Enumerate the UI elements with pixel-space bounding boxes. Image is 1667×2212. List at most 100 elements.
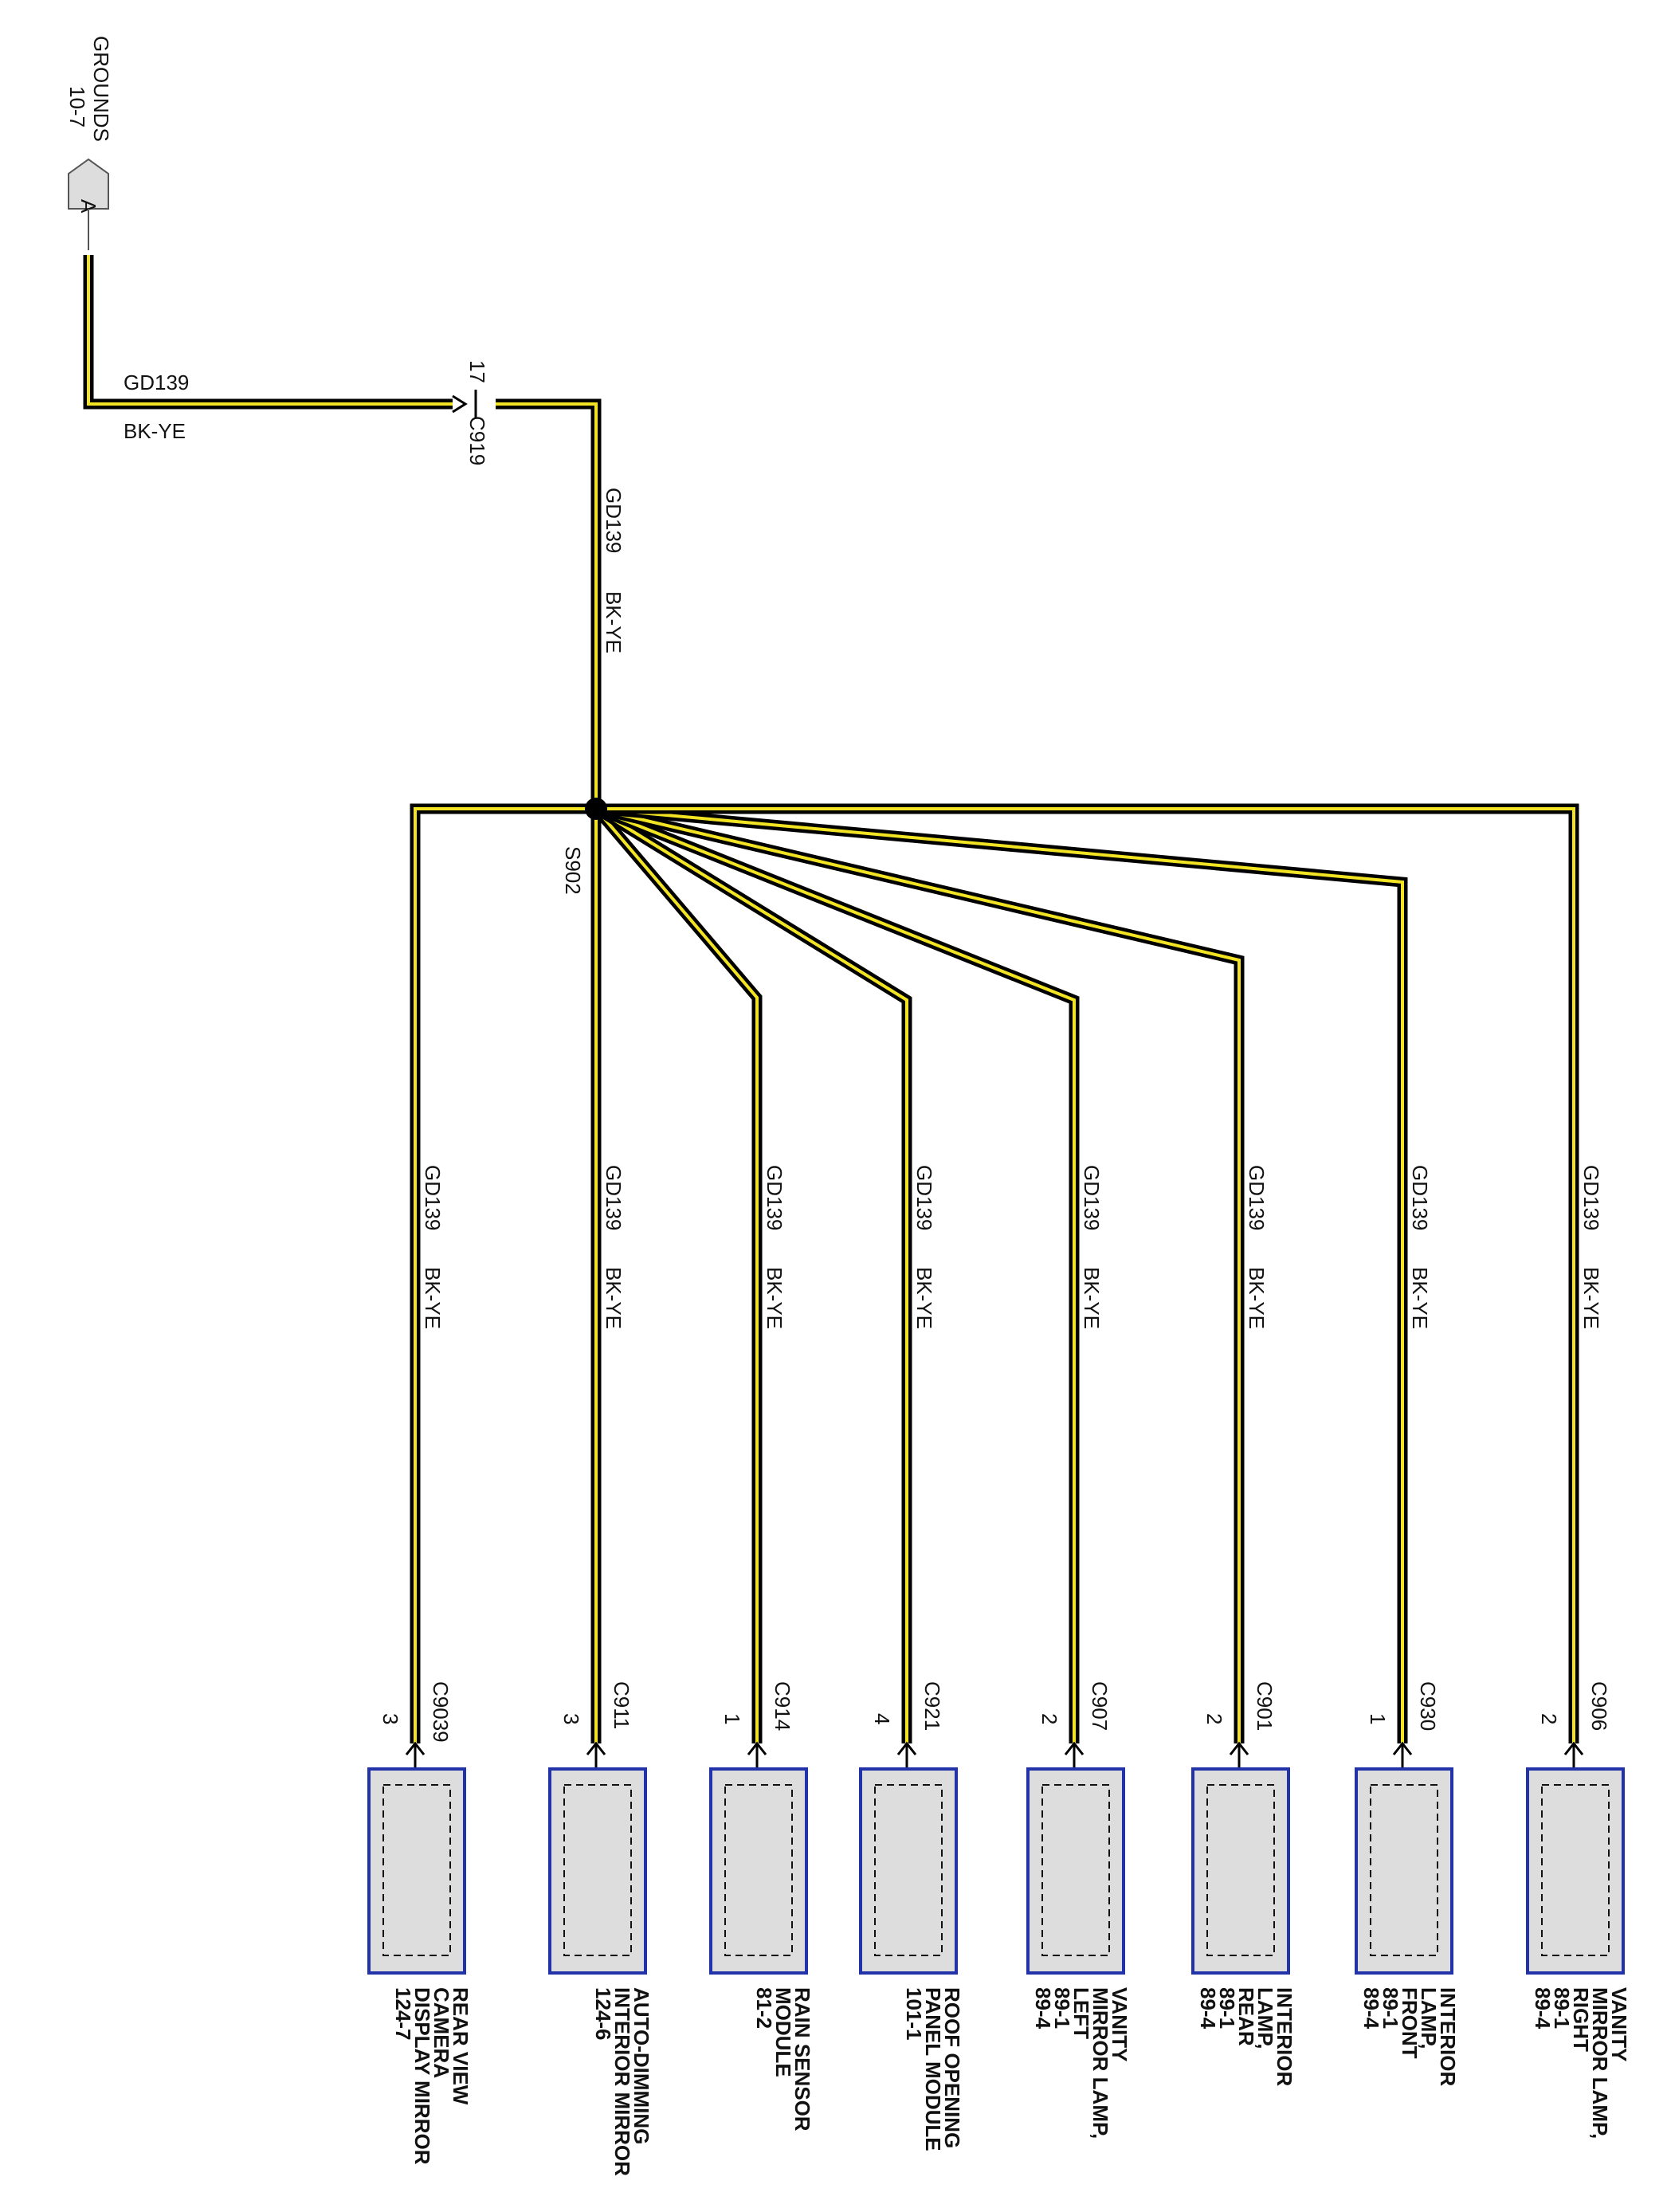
module-inner-outline — [382, 1784, 451, 1956]
branch-color-label: BK-YE — [912, 1267, 936, 1329]
module-inner-outline — [1206, 1784, 1275, 1956]
connector-name: C901 — [1253, 1681, 1277, 1731]
module-name-line: INTERIOR — [1436, 1987, 1460, 2086]
module-name-line: REAR — [1234, 1987, 1258, 2046]
module-name-line: PANEL MODULE — [921, 1987, 945, 2151]
connector-pin: 1 — [720, 1713, 744, 1724]
branch-wire-5-outer — [594, 803, 1080, 1743]
branch-wire-3-stripe[interactable] — [594, 807, 759, 1743]
module-name-line: 124-7 — [391, 1987, 415, 2041]
connector-name: C921 — [920, 1681, 944, 1731]
connector-name: C907 — [1088, 1681, 1112, 1731]
module-name-line: AUTO-DIMMING — [630, 1987, 653, 2144]
ground-tag-shape — [68, 158, 109, 210]
connector-pin: 3 — [379, 1713, 402, 1724]
module-name-line: INTERIOR MIRROR — [610, 1987, 634, 2176]
module-inner-outline — [874, 1784, 943, 1956]
module-name-line: CAMERA — [429, 1987, 453, 2078]
module-name-line: LAMP, — [1417, 1987, 1441, 2049]
module-box[interactable] — [859, 1767, 958, 1975]
feed-wire-circuit: GD139 — [124, 371, 189, 394]
branch-color-label: BK-YE — [602, 1267, 626, 1329]
branch-circuit-label: GD139 — [1579, 1165, 1603, 1230]
module-name-line: MIRROR LAMP, — [1588, 1987, 1612, 2139]
branch-color-label: BK-YE — [421, 1267, 445, 1329]
module-inner-outline — [1370, 1784, 1438, 1956]
module-name-line: LAMP, — [1253, 1987, 1277, 2049]
connector-pin: 2 — [1202, 1713, 1226, 1724]
branch-color-label: BK-YE — [1245, 1267, 1269, 1329]
module-name-line: REAR VIEW — [449, 1987, 473, 2105]
connector-name: C911 — [610, 1681, 633, 1729]
ground-tag-letter: A — [76, 199, 100, 214]
connector-name: C914 — [771, 1681, 794, 1731]
ground-ref: 10-7 — [65, 86, 89, 127]
module-box[interactable] — [1355, 1767, 1453, 1975]
module-inner-outline — [724, 1784, 793, 1956]
branch-wire-7-stripe[interactable] — [595, 807, 1404, 1743]
module-name-line: 101-1 — [902, 1987, 926, 2041]
feed-wire-stripe[interactable] — [87, 255, 453, 406]
ground-reference: GROUNDS 10-7 A — [65, 36, 113, 250]
splice-node[interactable] — [585, 798, 607, 820]
branch-circuit-label: GD139 — [602, 1165, 626, 1230]
module-name-line: RAIN SENSOR — [790, 1987, 814, 2132]
module-box[interactable] — [1026, 1767, 1125, 1975]
module-name-line: VANITY — [1108, 1987, 1132, 2061]
trunk-wire-outer — [496, 398, 602, 809]
trunk-wire-color: BK-YE — [602, 591, 626, 653]
module-name-line: 89-4 — [1531, 1987, 1555, 2030]
trunk-wire-stripe[interactable] — [496, 402, 598, 809]
branch-circuit-label: GD139 — [1408, 1165, 1432, 1230]
connector-pin: 2 — [1037, 1713, 1061, 1724]
module-name-line: MIRROR LAMP, — [1088, 1987, 1112, 2139]
module-name-line: DISPLAY MIRROR — [410, 1987, 434, 2165]
connector-name: C906 — [1587, 1681, 1611, 1731]
connector-pin: 1 — [1366, 1713, 1390, 1724]
module-name-line: 89-1 — [1379, 1987, 1402, 2029]
branch-wire-4-stripe[interactable] — [594, 807, 908, 1743]
module-name-line: MODULE — [771, 1987, 795, 2077]
module-name-line: INTERIOR — [1273, 1987, 1296, 2086]
connector-name: C930 — [1416, 1681, 1440, 1731]
branch-circuit-label: GD139 — [763, 1165, 786, 1230]
branch-circuit-label: GD139 — [1245, 1165, 1269, 1230]
inline-connector-c919[interactable]: 17 C919 — [452, 360, 489, 465]
module-name-line: 89-1 — [1215, 1987, 1239, 2029]
connector-pin: 2 — [1537, 1713, 1561, 1724]
module-box[interactable] — [1191, 1767, 1290, 1975]
branch-wire-5-stripe[interactable] — [595, 807, 1076, 1743]
module-name-line: 89-1 — [1550, 1987, 1574, 2029]
branch-wire-8-stripe[interactable] — [596, 807, 1575, 1743]
connector-pin: 4 — [870, 1713, 894, 1724]
branch-wire-4-outer — [593, 804, 912, 1743]
module-name-line: LEFT — [1069, 1987, 1093, 2039]
branch-circuit-label: GD139 — [1080, 1165, 1104, 1230]
inline-connector-name: C919 — [465, 416, 489, 465]
module-name-line: 81-2 — [752, 1987, 776, 2029]
module-name-line: FRONT — [1398, 1987, 1422, 2059]
module-box[interactable] — [367, 1767, 466, 1975]
trunk-wire-circuit: GD139 — [602, 488, 626, 553]
module-box[interactable] — [709, 1767, 808, 1975]
branch-wire-1-stripe[interactable] — [414, 807, 596, 1743]
module-name-line: RIGHT — [1569, 1987, 1593, 2052]
wire-layer — [83, 255, 1579, 1743]
branch-color-label: BK-YE — [1408, 1267, 1432, 1329]
module-name-line: 89-4 — [1196, 1987, 1220, 2030]
branch-color-label: BK-YE — [1579, 1267, 1603, 1329]
module-box[interactable] — [1526, 1767, 1625, 1975]
inline-connector-arrow — [452, 394, 468, 414]
inline-connector-pin: 17 — [465, 360, 489, 383]
branch-circuit-label: GD139 — [912, 1165, 936, 1230]
module-box[interactable] — [548, 1767, 647, 1975]
branch-wire-6-stripe[interactable] — [595, 807, 1241, 1743]
module-name-line: ROOF OPENING — [940, 1987, 964, 2148]
splice-name: S902 — [561, 846, 585, 895]
ground-title: GROUNDS — [89, 36, 113, 142]
module-inner-outline — [563, 1784, 632, 1956]
module-name-line: VANITY — [1607, 1987, 1631, 2061]
connector-name: C9039 — [429, 1681, 453, 1743]
